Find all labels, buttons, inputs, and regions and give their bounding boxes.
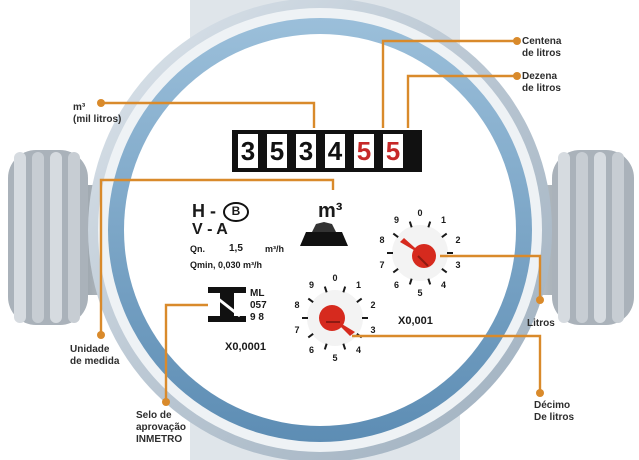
qn-label: Qn. (190, 244, 205, 254)
counter-digit: 5 (383, 134, 403, 168)
liters-dial-pointer (400, 238, 436, 268)
counter-digit: 3 (296, 134, 316, 168)
liters-dial-multiplier: X0,001 (398, 315, 433, 327)
callout-seal-line1: Selo de (136, 410, 172, 421)
callout-hundreds-line1: Centena (522, 36, 562, 47)
liters-dial-tick (408, 221, 413, 228)
callout-unit-line2: de medida (70, 356, 120, 367)
liters-dial-tick (408, 278, 413, 285)
callout-tens-line1: Dezena (522, 71, 558, 82)
tenths-dial-numeral: 0 (332, 272, 338, 283)
callout-inmetro-seal: Selo de aprovação INMETRO (136, 410, 186, 446)
liters-dial-numeral: 4 (440, 279, 446, 290)
liters-dial-tick (441, 232, 448, 238)
callout-line-decimo (352, 334, 542, 393)
liters-dial-tick (441, 268, 448, 274)
liters-dial-numeral: 1 (440, 215, 446, 226)
tenths-dial-numeral: 3 (370, 324, 376, 335)
class-b-badge: B (231, 204, 241, 218)
flow-indicator-icon (300, 232, 348, 246)
counter-digit: 4 (325, 134, 345, 168)
class-h-label: H - (192, 201, 216, 221)
qn-value: 1,5 (229, 243, 243, 254)
tenths-dial-numeral: 5 (332, 352, 338, 363)
tenths-dial-pointer (319, 305, 355, 336)
seal-ml: ML (250, 288, 265, 299)
seal-98: 9 8 (250, 312, 264, 323)
liters-dial-numeral: 6 (393, 279, 399, 290)
dial-ticks (302, 221, 453, 350)
callout-cubic-meters-line1: m³ (73, 102, 86, 113)
liters-dial-tick (392, 268, 399, 274)
tenths-dial-numeral: 2 (370, 300, 376, 311)
callout-liters: Litros (527, 318, 555, 330)
tenths-dial-tick (342, 343, 347, 350)
tenths-dial-tick (356, 297, 363, 303)
callout-line-dezena (406, 74, 517, 128)
tenths-dial-multiplier: X0,0001 (225, 341, 266, 353)
tenths-dial-tick (323, 286, 328, 293)
callout-tenths-line1: Décimo (534, 400, 571, 411)
callout-line-centena (381, 39, 517, 128)
class-b-badge-ring (223, 202, 249, 222)
qn-unit: m³/h (265, 244, 284, 254)
callout-line-unidade (99, 178, 335, 335)
callout-tens-liters: Dezena de litros (522, 71, 561, 95)
callout-liters-line1: Litros (527, 318, 555, 329)
counter-digit: 5 (354, 134, 374, 168)
tenths-dial-tick (323, 343, 328, 350)
liters-dial-numeral: 2 (455, 235, 461, 246)
liters-dial-numeral: 9 (393, 215, 399, 226)
tenths-dial-numeral: 9 (308, 280, 314, 291)
liters-dial-numeral: 3 (455, 259, 461, 270)
counter-digit: 3 (238, 134, 258, 168)
callout-unit-of-measure: Unidade de medida (70, 344, 119, 368)
tenths-dial-tick (307, 297, 314, 303)
inmetro-seal-icon (208, 287, 246, 322)
liters-dial-tick (427, 221, 432, 228)
callout-seal-line2: aprovação (136, 422, 187, 433)
callout-tenths-line2: De litros (534, 412, 575, 423)
callout-dots (97, 37, 544, 406)
liters-dial-numeral: 7 (379, 259, 385, 270)
qmin-label: Qmin, 0,030 m³/h (190, 260, 263, 270)
liters-dial-numeral: 8 (379, 235, 385, 246)
callout-tens-line2: de litros (522, 83, 561, 94)
liters-dial-tick (427, 278, 432, 285)
liters-dial-numeral: 5 (417, 287, 423, 298)
callout-line-cubic-meters (101, 101, 316, 128)
counter-digit: 5 (267, 134, 287, 168)
liters-dial-numeral: 0 (417, 207, 423, 218)
callout-line-selo (164, 303, 208, 402)
tenths-dial-numeral: 8 (294, 300, 300, 311)
callout-line-litros (440, 254, 542, 300)
callout-hundreds-line2: de litros (522, 48, 561, 59)
callout-cubic-meters-line2: (mil litros) (73, 114, 122, 125)
callout-lines (99, 39, 542, 402)
callout-tenths-liters: Décimo De litros (534, 400, 574, 424)
tenths-dial-numeral: 1 (355, 280, 361, 291)
callout-unit-line1: Unidade (70, 344, 110, 355)
tenths-dial-numeral: 6 (308, 344, 314, 355)
callout-hundreds-liters: Centena de litros (522, 36, 561, 60)
liters-dial-tick (392, 232, 399, 238)
tenths-dial-numeral: 4 (355, 344, 361, 355)
tenths-dial-tick (342, 286, 347, 293)
class-v-label: V - A (192, 221, 228, 238)
callout-cubic-meters: m³ (mil litros) (73, 102, 121, 126)
callout-seal-line3: INMETRO (136, 434, 183, 445)
tenths-dial-tick (307, 333, 314, 339)
seal-057: 057 (250, 300, 267, 311)
unit-symbol: m³ (318, 200, 343, 222)
tenths-dial-numeral: 7 (294, 324, 300, 335)
